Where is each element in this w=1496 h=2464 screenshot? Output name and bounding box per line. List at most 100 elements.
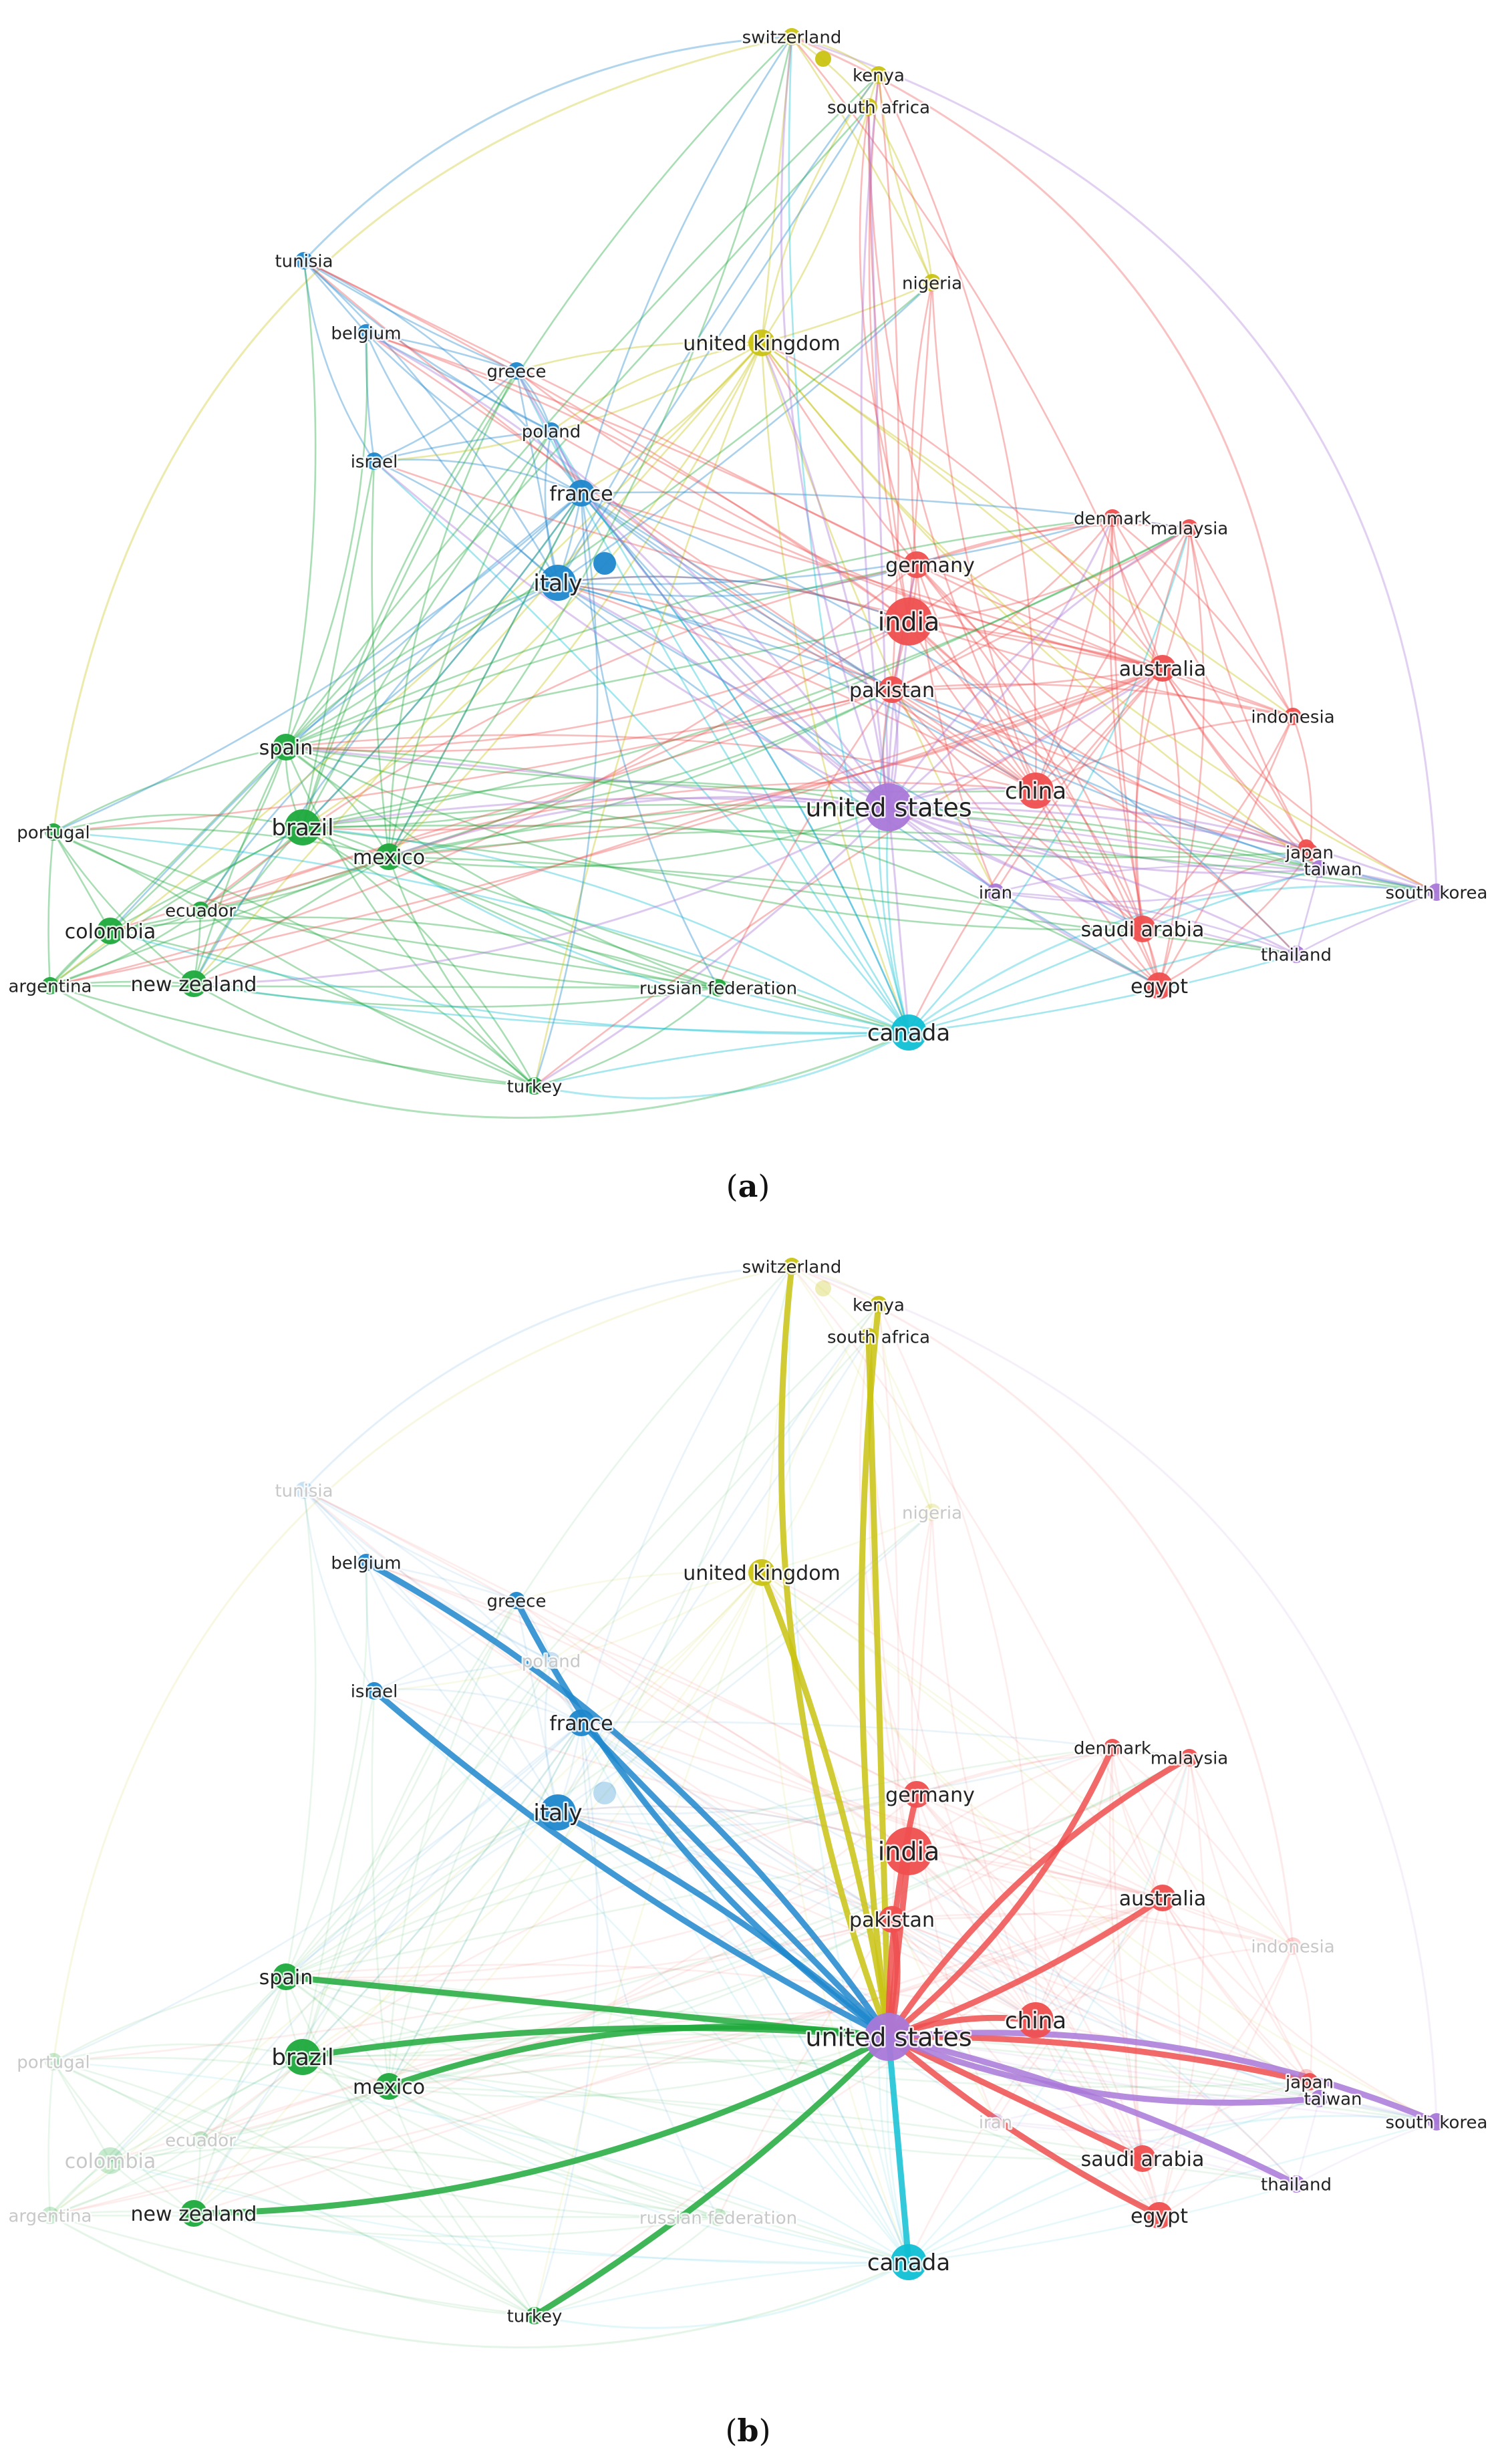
- node-colombia[interactable]: [97, 918, 124, 944]
- edge-link: [302, 803, 1320, 870]
- edge-link: [110, 826, 303, 932]
- node-colombia[interactable]: [97, 2147, 124, 2174]
- node-new-zealand[interactable]: [180, 2200, 207, 2227]
- node-greece[interactable]: [508, 1592, 525, 1609]
- node-italy[interactable]: [540, 1794, 576, 1830]
- edge-link: [788, 36, 910, 1033]
- node-nigeria[interactable]: [923, 1504, 941, 1521]
- node-denmark[interactable]: [1104, 1739, 1121, 1756]
- node-united-states[interactable]: [865, 783, 913, 831]
- node-israel[interactable]: [365, 1682, 383, 1699]
- node-taiwan[interactable]: [1311, 860, 1328, 877]
- edge-link: [515, 1600, 910, 2263]
- edge-link: [908, 2183, 1297, 2264]
- node-south-africa[interactable]: [860, 1328, 877, 1345]
- node-south-africa[interactable]: [860, 98, 877, 116]
- edge-link: [534, 1897, 1163, 2317]
- node-nigeria[interactable]: [923, 274, 941, 291]
- node-poland[interactable]: [543, 1652, 560, 1669]
- node-egypt[interactable]: [1146, 2202, 1173, 2229]
- node-japan[interactable]: [1301, 843, 1318, 861]
- node-argentina[interactable]: [41, 977, 59, 994]
- node-kenya[interactable]: [870, 1296, 887, 1313]
- node-ecuador[interactable]: [192, 2131, 209, 2149]
- node-saudi-arabia[interactable]: [1129, 2145, 1156, 2172]
- node-switzerland[interactable]: [783, 28, 800, 45]
- node-united-states[interactable]: [865, 2013, 913, 2061]
- node-unlabeled: [815, 1280, 831, 1296]
- node-china[interactable]: [1018, 773, 1054, 809]
- node-france[interactable]: [568, 1709, 595, 1736]
- edge-link: [388, 1918, 893, 2088]
- node-switzerland[interactable]: [783, 1258, 800, 1275]
- node-spain[interactable]: [273, 1963, 299, 1990]
- node-indonesia[interactable]: [1284, 708, 1302, 725]
- node-india[interactable]: [885, 597, 933, 646]
- node-argentina[interactable]: [41, 2207, 59, 2224]
- node-turkey[interactable]: [526, 1077, 543, 1095]
- edge-link: [516, 370, 1163, 670]
- node-germany[interactable]: [903, 551, 930, 578]
- node-indonesia[interactable]: [1284, 1937, 1302, 1955]
- node-tunisia[interactable]: [295, 252, 313, 269]
- node-kenya[interactable]: [870, 66, 887, 84]
- edge-link: [49, 826, 303, 987]
- node-denmark[interactable]: [1104, 509, 1121, 527]
- edge-link: [365, 331, 517, 372]
- edge-link: [557, 106, 870, 583]
- node-australia[interactable]: [1149, 655, 1176, 682]
- node-spain[interactable]: [273, 734, 299, 761]
- node-poland[interactable]: [543, 422, 560, 440]
- node-japan[interactable]: [1301, 2073, 1318, 2090]
- node-portugal[interactable]: [45, 2053, 62, 2070]
- node-iran[interactable]: [987, 2113, 1004, 2131]
- node-russian-federation[interactable]: [710, 2209, 727, 2226]
- edge-link: [760, 342, 1320, 870]
- node-pakistan[interactable]: [879, 676, 905, 703]
- edge-link: [867, 106, 1037, 791]
- node-belgium[interactable]: [357, 324, 375, 341]
- node-south-korea[interactable]: [1428, 883, 1445, 901]
- node-label-switzerland: switzerland: [742, 27, 842, 47]
- node-greece[interactable]: [508, 362, 525, 380]
- node-thailand[interactable]: [1288, 2175, 1305, 2193]
- node-brazil[interactable]: [285, 809, 321, 845]
- node-canada[interactable]: [891, 1014, 927, 1051]
- node-italy[interactable]: [540, 565, 576, 601]
- node-australia[interactable]: [1149, 1885, 1176, 1911]
- node-mexico[interactable]: [376, 2073, 402, 2100]
- edge-link: [580, 1266, 793, 1724]
- node-thailand[interactable]: [1288, 946, 1305, 963]
- edge-link: [365, 332, 582, 495]
- edge-link: [1034, 517, 1114, 791]
- node-saudi-arabia[interactable]: [1129, 916, 1156, 942]
- node-belgium[interactable]: [357, 1554, 375, 1571]
- edge-link: [303, 259, 917, 566]
- node-malaysia[interactable]: [1181, 519, 1198, 537]
- node-portugal[interactable]: [45, 823, 62, 841]
- node-iran[interactable]: [987, 883, 1004, 901]
- node-russian-federation[interactable]: [710, 979, 727, 996]
- node-turkey[interactable]: [526, 2307, 543, 2324]
- edge-link: [581, 342, 762, 495]
- node-new-zealand[interactable]: [180, 970, 207, 997]
- node-egypt[interactable]: [1146, 972, 1173, 999]
- node-pakistan[interactable]: [879, 1906, 905, 1933]
- edge-link: [365, 1561, 1036, 2022]
- node-canada[interactable]: [891, 2244, 927, 2280]
- node-india[interactable]: [885, 1827, 933, 1875]
- node-united-kingdom[interactable]: [748, 1559, 775, 1586]
- node-china[interactable]: [1018, 2002, 1054, 2038]
- node-israel[interactable]: [365, 452, 383, 470]
- node-brazil[interactable]: [285, 2039, 321, 2075]
- node-malaysia[interactable]: [1181, 1749, 1198, 1766]
- node-taiwan[interactable]: [1311, 2090, 1328, 2107]
- node-tunisia[interactable]: [295, 1482, 313, 1499]
- node-france[interactable]: [568, 480, 595, 507]
- node-mexico[interactable]: [376, 843, 402, 870]
- node-germany[interactable]: [903, 1781, 930, 1808]
- node-ecuador[interactable]: [192, 902, 209, 919]
- edge-link: [285, 74, 879, 748]
- node-united-kingdom[interactable]: [748, 329, 775, 356]
- node-south-korea[interactable]: [1428, 2113, 1445, 2131]
